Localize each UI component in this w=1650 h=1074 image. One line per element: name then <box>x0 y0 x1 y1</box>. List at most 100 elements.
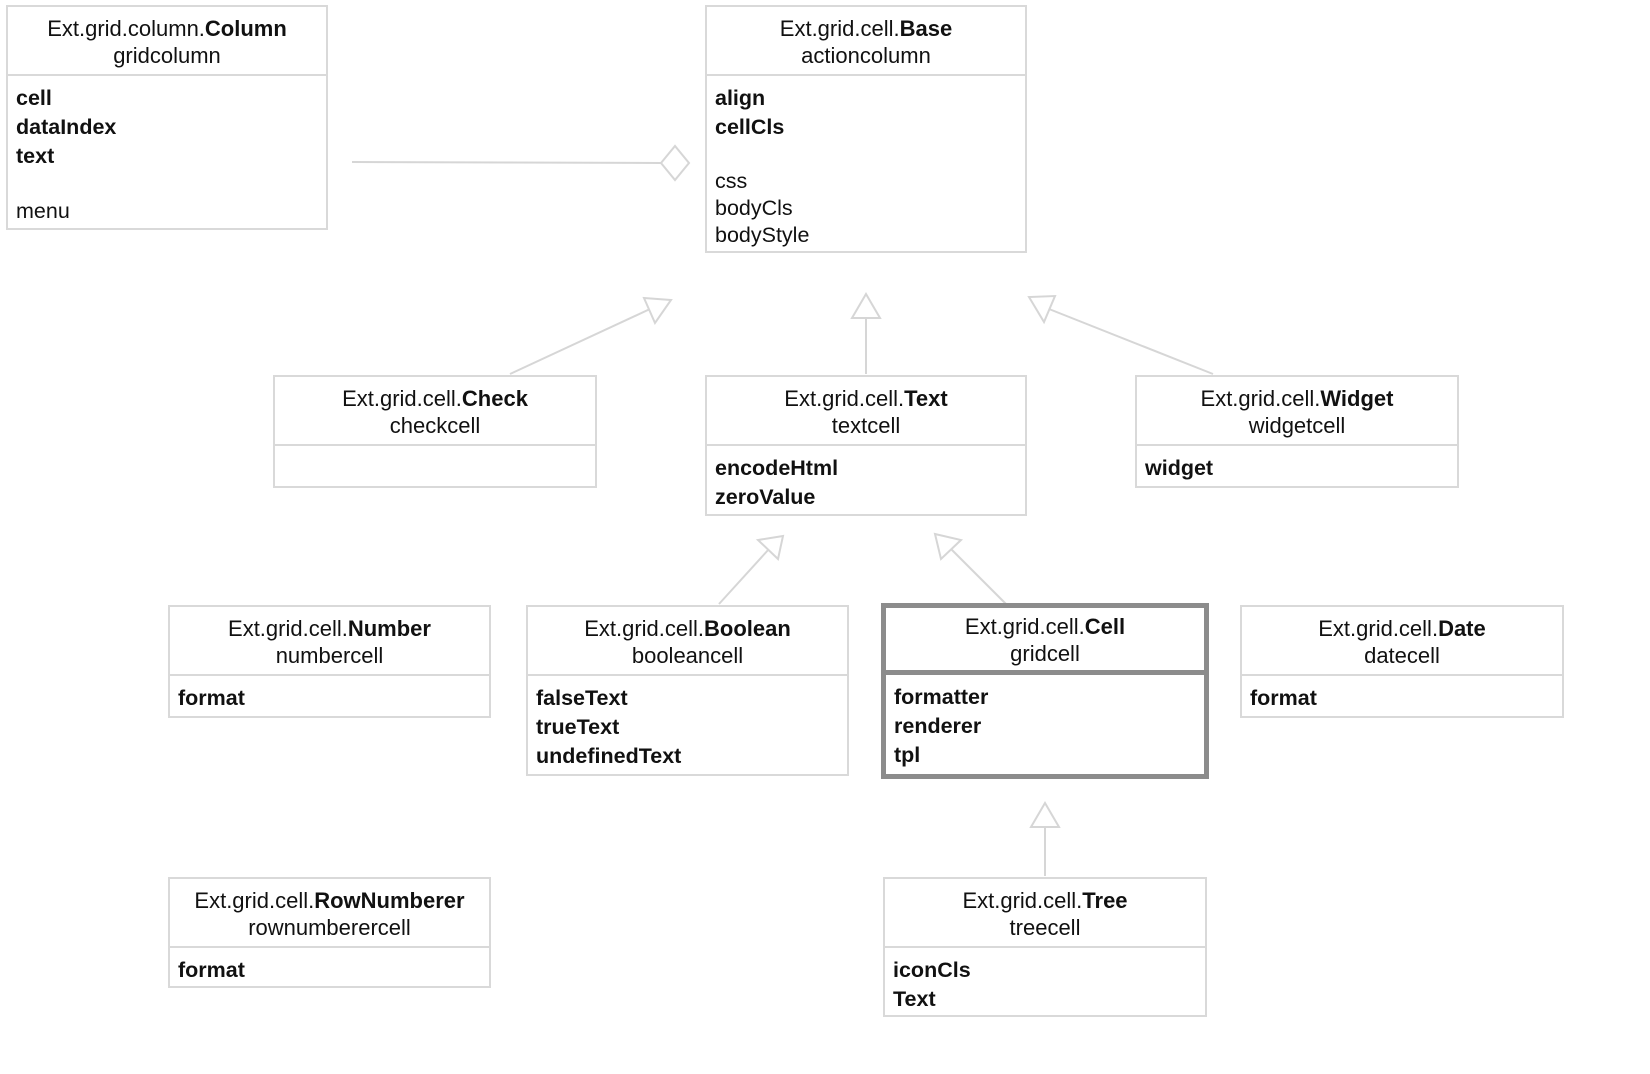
class-alias: gridcell <box>1010 641 1080 666</box>
property-normal: css <box>715 169 748 193</box>
class-alias: actioncolumn <box>801 43 931 68</box>
class-prefix: Ext.grid.cell. <box>1200 386 1321 411</box>
property: tpl <box>894 743 921 767</box>
class-properties: formatter renderer tpl <box>886 675 1204 776</box>
class-name: Boolean <box>704 616 791 641</box>
property: format <box>1250 686 1317 710</box>
property: encodeHtml <box>715 456 839 480</box>
class-alias: numbercell <box>275 643 384 668</box>
class-alias: checkcell <box>389 413 481 438</box>
class-properties: format <box>170 676 489 719</box>
property: text <box>16 144 55 168</box>
class-box-number: Ext.grid.cell.Number numbercell format <box>168 605 491 718</box>
class-alias: widgetcell <box>1248 413 1346 438</box>
class-box-check: Ext.grid.cell.Check checkcell <box>273 375 597 488</box>
class-box-text: Ext.grid.cell.Text textcell encodeHtml z… <box>705 375 1027 516</box>
class-name: Date <box>1438 616 1486 641</box>
inherit-text-base-arrow <box>850 292 882 319</box>
class-box-column: Ext.grid.column.Column gridcolumn cell d… <box>6 5 328 230</box>
inherit-tree-cell-arrow <box>1029 801 1061 828</box>
class-header: Ext.grid.cell.Date datecell <box>1242 607 1562 676</box>
property: renderer <box>894 714 982 738</box>
class-prefix: Ext.grid.cell. <box>1318 616 1439 641</box>
property-normal: bodyCls <box>715 196 793 220</box>
property: formatter <box>894 685 989 709</box>
class-header: Ext.grid.cell.Tree treecell <box>885 879 1205 948</box>
inherit-boolean-text-arrow <box>755 534 785 561</box>
inherit-widget-base-line <box>1048 308 1214 375</box>
class-prefix: Ext.grid.cell. <box>194 888 315 913</box>
class-box-tree: Ext.grid.cell.Tree treecell iconCls Text <box>883 877 1207 1017</box>
class-name: Base <box>899 16 953 41</box>
class-box-cell: Ext.grid.cell.Cell gridcell formatter re… <box>881 603 1209 779</box>
class-properties: cell dataIndex text menu <box>8 76 326 232</box>
class-box-date: Ext.grid.cell.Date datecell format <box>1240 605 1564 718</box>
inherit-cell-text-arrow <box>933 532 964 561</box>
class-alias: textcell <box>831 413 901 438</box>
class-prefix: Ext.grid.cell. <box>784 386 905 411</box>
class-header: Ext.grid.cell.Check checkcell <box>275 377 595 446</box>
aggregation-diamond <box>659 144 691 182</box>
inherit-check-base-arrow <box>642 296 673 326</box>
class-alias: treecell <box>1009 915 1081 940</box>
class-header: Ext.grid.cell.Widget widgetcell <box>1137 377 1457 446</box>
class-name: Number <box>347 616 431 641</box>
class-properties: align cellCls css bodyCls bodyStyle <box>707 76 1025 255</box>
class-alias: datecell <box>1364 643 1440 668</box>
class-properties: iconCls Text <box>885 948 1205 1020</box>
property-normal: bodyStyle <box>715 223 810 247</box>
property: widget <box>1145 456 1214 480</box>
property: falseText <box>536 686 628 710</box>
aggregation-line <box>351 161 662 164</box>
property: undefinedText <box>536 744 682 768</box>
class-box-boolean: Ext.grid.cell.Boolean booleancell falseT… <box>526 605 849 776</box>
class-prefix: Ext.grid.cell. <box>779 16 900 41</box>
class-prefix: Ext.grid.column. <box>47 16 205 41</box>
class-properties: encodeHtml zeroValue <box>707 446 1025 518</box>
class-box-widget: Ext.grid.cell.Widget widgetcell widget <box>1135 375 1459 488</box>
property-normal: menu <box>16 199 70 223</box>
class-name: Column <box>204 16 287 41</box>
property: cell <box>16 86 52 110</box>
class-header: Ext.grid.cell.Base actioncolumn <box>707 7 1025 76</box>
class-alias: rownumberercell <box>248 915 411 940</box>
property: Text <box>893 987 936 1011</box>
class-box-rownumberer: Ext.grid.cell.RowNumberer rownumberercel… <box>168 877 491 988</box>
class-prefix: Ext.grid.cell. <box>342 386 462 411</box>
property: cellCls <box>715 115 785 139</box>
class-name: Text <box>904 386 948 411</box>
class-alias: gridcolumn <box>113 43 221 68</box>
class-properties <box>275 446 595 460</box>
inherit-cell-text-line <box>949 547 1007 605</box>
class-name: Cell <box>1084 614 1126 639</box>
class-name: RowNumberer <box>314 888 465 913</box>
inherit-widget-base-arrow <box>1027 294 1057 325</box>
property: format <box>178 686 245 710</box>
property: zeroValue <box>715 485 816 509</box>
property: iconCls <box>893 958 971 982</box>
class-prefix: Ext.grid.cell. <box>964 614 1085 639</box>
class-prefix: Ext.grid.cell. <box>584 616 705 641</box>
property: format <box>178 958 245 982</box>
class-header: Ext.grid.cell.Number numbercell <box>170 607 489 676</box>
class-properties: format <box>170 948 489 991</box>
inherit-boolean-text-line <box>718 548 770 605</box>
class-name: Check <box>461 386 528 411</box>
inherit-check-base-line <box>509 308 651 375</box>
class-properties: widget <box>1137 446 1457 489</box>
property: align <box>715 86 766 110</box>
class-properties: format <box>1242 676 1562 719</box>
class-name: Tree <box>1082 888 1128 913</box>
class-prefix: Ext.grid.cell. <box>962 888 1083 913</box>
class-prefix: Ext.grid.cell. <box>228 616 348 641</box>
class-header: Ext.grid.cell.Boolean booleancell <box>528 607 847 676</box>
class-box-base: Ext.grid.cell.Base actioncolumn align ce… <box>705 5 1027 253</box>
property: trueText <box>536 715 620 739</box>
class-header: Ext.grid.cell.Text textcell <box>707 377 1025 446</box>
class-header: Ext.grid.cell.Cell gridcell <box>886 608 1204 675</box>
class-properties: falseText trueText undefinedText <box>528 676 847 777</box>
class-alias: booleancell <box>631 643 744 668</box>
class-name: Widget <box>1320 386 1394 411</box>
property: dataIndex <box>16 115 117 139</box>
class-header: Ext.grid.cell.RowNumberer rownumberercel… <box>170 879 489 948</box>
